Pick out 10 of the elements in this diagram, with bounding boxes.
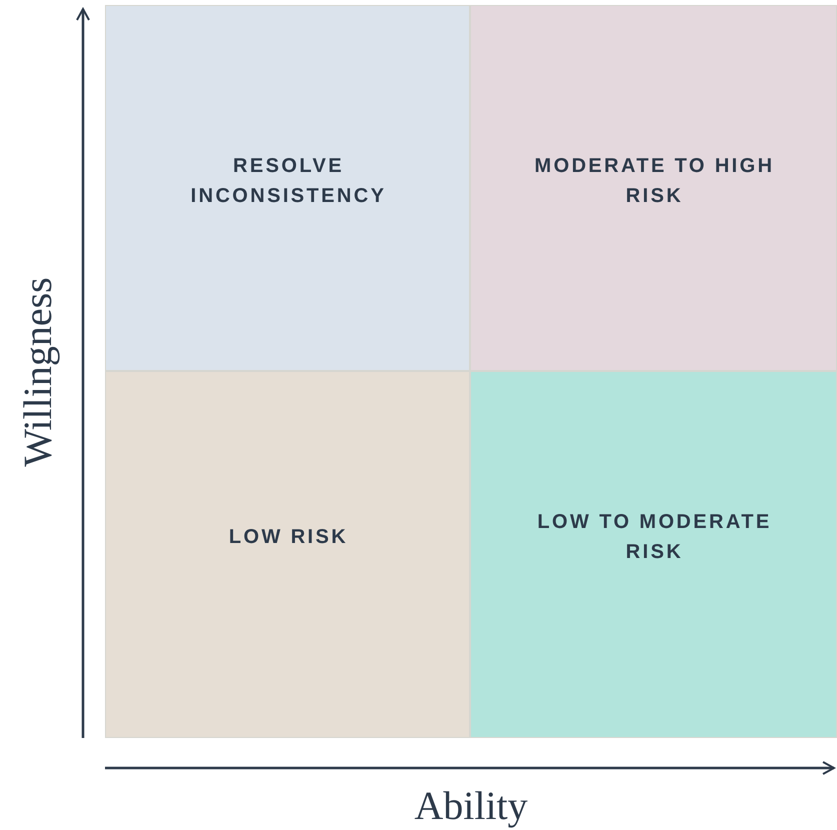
axis-label: Ability — [413, 784, 529, 828]
quadrant-label: MODERATE TO HIGH RISK — [534, 154, 774, 209]
quadrant-label: LOW TO MODERATE RISK — [536, 510, 773, 565]
quadrant-box — [470, 371, 837, 738]
quadrant-box — [470, 5, 837, 371]
quadrant-box — [105, 5, 470, 371]
quadrant-label: LOW RISK — [228, 525, 350, 550]
quadrant-box — [105, 371, 470, 738]
quadrant-label: RESOLVE INCONSISTENCY — [190, 154, 388, 209]
axis-label: Willingness — [16, 276, 60, 469]
